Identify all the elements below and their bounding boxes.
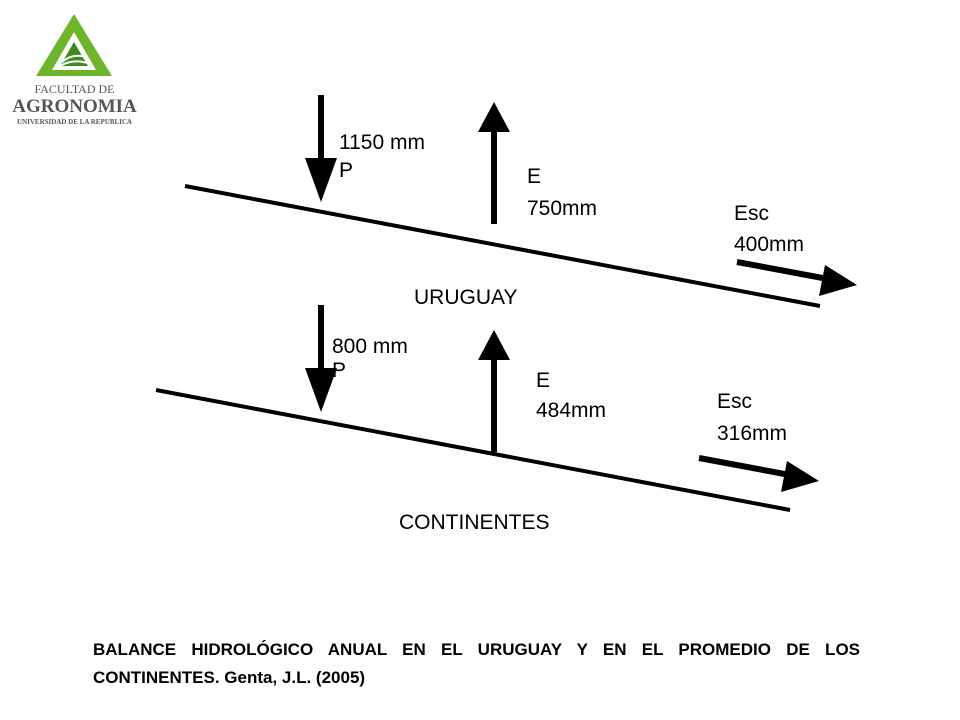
uruguay-precipitation-value: 1150 mm [339, 131, 425, 154]
logo-line-1: FACULTAD DE [34, 82, 115, 96]
continents-evaporation-arrow [478, 330, 510, 452]
continents-evaporation-value: 484mm [536, 399, 607, 422]
continents-runoff-arrow [698, 455, 819, 492]
logo-emblem-icon [36, 14, 112, 76]
uruguay-precipitation-symbol: P [339, 159, 354, 182]
continents-evaporation-symbol: E [536, 369, 551, 392]
uruguay-evaporation-symbol: E [527, 165, 542, 188]
uruguay-region-label: URUGUAY [414, 286, 518, 309]
uruguay-runoff-symbol: Esc [734, 202, 770, 225]
continents-precipitation-value: 800 mm [332, 335, 408, 358]
logo-line-3: UNIVERSIDAD DE LA REPUBLICA [17, 118, 132, 126]
uruguay-ground-line [184, 184, 821, 308]
continents-runoff-value: 316mm [717, 422, 788, 445]
continents-runoff-symbol: Esc [717, 390, 753, 413]
continents-precipitation-arrow [305, 305, 337, 412]
uruguay-evaporation-value: 750mm [527, 197, 598, 220]
continents-precipitation-symbol: P [332, 359, 347, 382]
diagram-caption: BALANCE HIDROLÓGICO ANUAL EN EL URUGUAY … [93, 640, 860, 687]
uruguay-runoff-value: 400mm [734, 233, 805, 256]
uruguay-runoff-arrow [736, 259, 857, 296]
continents-region-label: CONTINENTES [399, 511, 550, 534]
logo-line-2: AGRONOMIA [12, 96, 137, 117]
continents-ground-line [155, 388, 791, 512]
uruguay-evaporation-arrow [478, 102, 510, 224]
faculty-logo: FACULTAD DE AGRONOMIA UNIVERSIDAD DE LA … [12, 12, 137, 132]
uruguay-precipitation-arrow [305, 95, 337, 202]
